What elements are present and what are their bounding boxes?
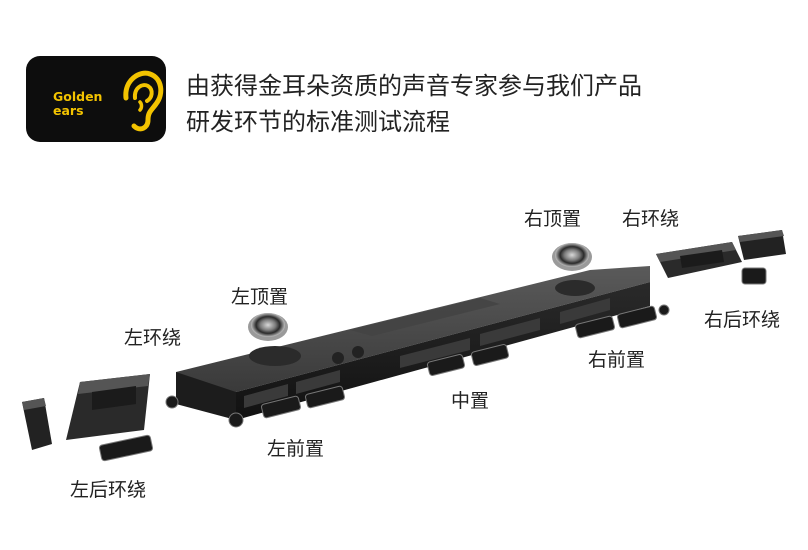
label-surround-left: 左环绕 (124, 327, 182, 349)
headline: 由获得金耳朵资质的声音专家参与我们产品 研发环节的标准测试流程 (186, 68, 642, 140)
top-left-driver (248, 313, 288, 341)
right-satellite-speaker (656, 230, 786, 278)
badge-line-ears: ears (53, 103, 84, 118)
badge-line-golden: Golden (53, 89, 103, 104)
label-front-left: 左前置 (267, 438, 325, 460)
front-right-driver-modules (575, 304, 670, 339)
soundbar-main-body (176, 266, 650, 420)
label-top-left: 左顶置 (231, 286, 289, 308)
headline-line-2: 研发环节的标准测试流程 (186, 108, 450, 136)
rear-surround-right-driver-module (741, 267, 767, 285)
label-center: 中置 (451, 390, 490, 412)
label-surround-right: 右环绕 (622, 208, 680, 230)
label-front-right: 右前置 (588, 349, 646, 371)
rear-surround-left-driver-module (98, 395, 179, 462)
label-rear-surround-right: 右后环绕 (704, 309, 781, 331)
front-left-driver-modules (228, 385, 345, 428)
top-right-driver (552, 243, 592, 271)
headline-line-1: 由获得金耳朵资质的声音专家参与我们产品 (186, 72, 642, 100)
label-top-right: 右顶置 (524, 208, 582, 230)
label-rear-surround-left: 左后环绕 (70, 479, 147, 501)
center-driver-modules (426, 343, 510, 377)
golden-ears-wordmark: Golden ears (53, 90, 102, 118)
golden-ear-icon (123, 70, 164, 132)
golden-ears-badge: Golden ears (26, 56, 166, 142)
left-satellite-speaker (22, 374, 150, 450)
